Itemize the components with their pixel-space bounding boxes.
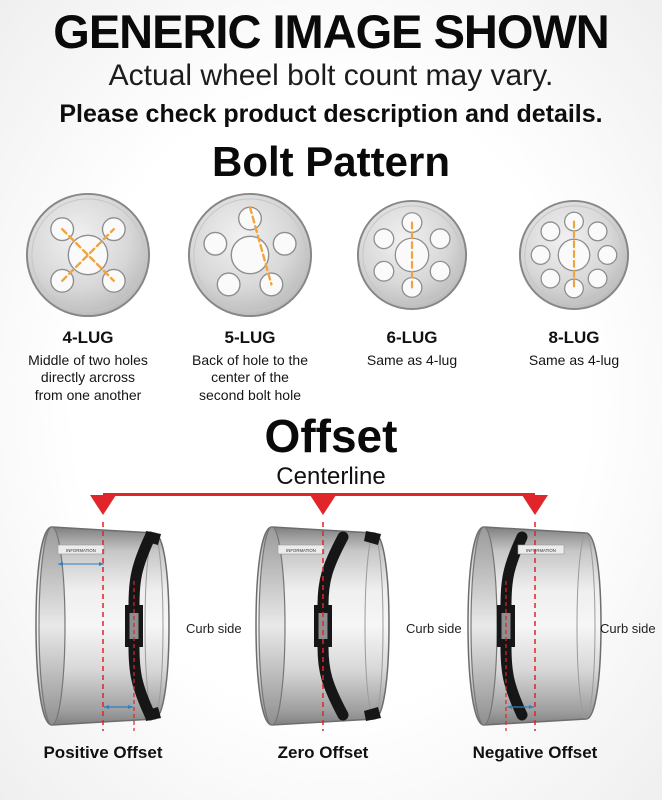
offset-arrow xyxy=(507,704,534,709)
rim-info-strip xyxy=(517,544,565,555)
width-arrow xyxy=(58,561,104,566)
centerline-arrow-icon xyxy=(310,494,336,515)
measure-dash-lines xyxy=(61,227,115,282)
centerline-arrow-icon xyxy=(90,494,116,515)
rim-info-strip xyxy=(57,544,105,555)
wheel-zero-offset-diagram: INFORMATION xyxy=(248,519,398,734)
wheel-positive-offset-diagram: INFORMATION xyxy=(28,519,178,734)
curb-side-label: Curb side xyxy=(600,620,656,636)
lug-holes xyxy=(530,211,618,298)
negative-offset-svg: INFORMATION xyxy=(467,521,602,731)
lug-item-4: 4-LUG Middle of two holes directly arcro… xyxy=(13,189,163,405)
curb-side-label: Curb side xyxy=(406,620,462,636)
measure-dash-line xyxy=(248,205,273,286)
main-title: GENERIC IMAGE SHOWN xyxy=(53,5,609,58)
lug-item-8: 8-LUG Same as 4-lug xyxy=(499,189,649,405)
bolt-pattern-title: Bolt Pattern xyxy=(211,138,450,186)
wheel-6lug-diagram xyxy=(354,189,470,321)
lug-label: 8-LUG xyxy=(548,327,600,347)
wheel-ring xyxy=(524,204,624,305)
rim-lip xyxy=(38,526,66,726)
centerline-bar xyxy=(103,492,535,496)
lug-description: Middle of two holes directly arcross fro… xyxy=(28,351,148,403)
offset-arrow xyxy=(104,704,133,709)
lug-label: 6-LUG xyxy=(386,327,438,347)
wheel-8lug-svg xyxy=(518,199,630,310)
subtitle: Actual wheel bolt count may vary. xyxy=(108,58,554,92)
rim-lip xyxy=(258,526,286,726)
lug-label: 5-LUG xyxy=(224,327,276,347)
wheel-8lug-diagram xyxy=(516,189,632,321)
rim-barrel xyxy=(467,525,602,726)
curb-side-label: Curb side xyxy=(186,620,242,636)
wheel-ring xyxy=(362,204,462,305)
rim-lip xyxy=(470,526,498,726)
hub-bore xyxy=(318,612,328,639)
lug-item-6: 6-LUG Same as 4-lug xyxy=(337,189,487,405)
rim-inner-edge xyxy=(576,533,596,719)
lug-item-5: 5-LUG Back of hole to the center of the … xyxy=(175,189,325,405)
center-bore xyxy=(230,235,270,274)
negative-offset-label: Negative Offset xyxy=(472,742,598,762)
rim-info-text: INFORMATION xyxy=(286,548,316,553)
wheel-4lug-diagram xyxy=(23,189,153,321)
wheel-5lug-svg xyxy=(187,192,313,317)
lug-description: Same as 4-lug xyxy=(528,351,620,368)
lug-holes xyxy=(373,211,451,298)
positive-offset-svg: INFORMATION xyxy=(35,521,170,731)
disclaimer-note: Please check product description and det… xyxy=(59,99,603,128)
centerline-label: Centerline xyxy=(276,462,386,490)
positive-offset-label: Positive Offset xyxy=(43,742,163,762)
wheel-5lug-diagram xyxy=(185,189,315,321)
wheel-negative-offset-diagram: INFORMATION xyxy=(460,519,610,734)
wheel-6lug-svg xyxy=(356,199,468,310)
centerline-arrow-icon xyxy=(522,494,548,515)
rim-info-text: INFORMATION xyxy=(526,548,556,553)
zero-offset-svg: INFORMATION xyxy=(255,521,390,731)
wheel-ring xyxy=(31,197,145,312)
rim-info-strip xyxy=(277,544,325,555)
lug-description: Same as 4-lug xyxy=(366,351,458,368)
rim-info-text: INFORMATION xyxy=(66,548,96,553)
wheel-ring xyxy=(193,197,307,312)
zero-offset-label: Zero Offset xyxy=(277,742,369,762)
offset-diagram: Centerline xyxy=(0,463,662,777)
lug-description: Back of hole to the center of the second… xyxy=(192,351,308,403)
rim-flange xyxy=(364,706,381,721)
rim-flange xyxy=(364,530,381,545)
bolt-pattern-row: 4-LUG Middle of two holes directly arcro… xyxy=(0,189,662,405)
lug-label: 4-LUG xyxy=(62,327,114,347)
offset-title: Offset xyxy=(264,410,398,463)
wheel-4lug-svg xyxy=(25,192,151,317)
